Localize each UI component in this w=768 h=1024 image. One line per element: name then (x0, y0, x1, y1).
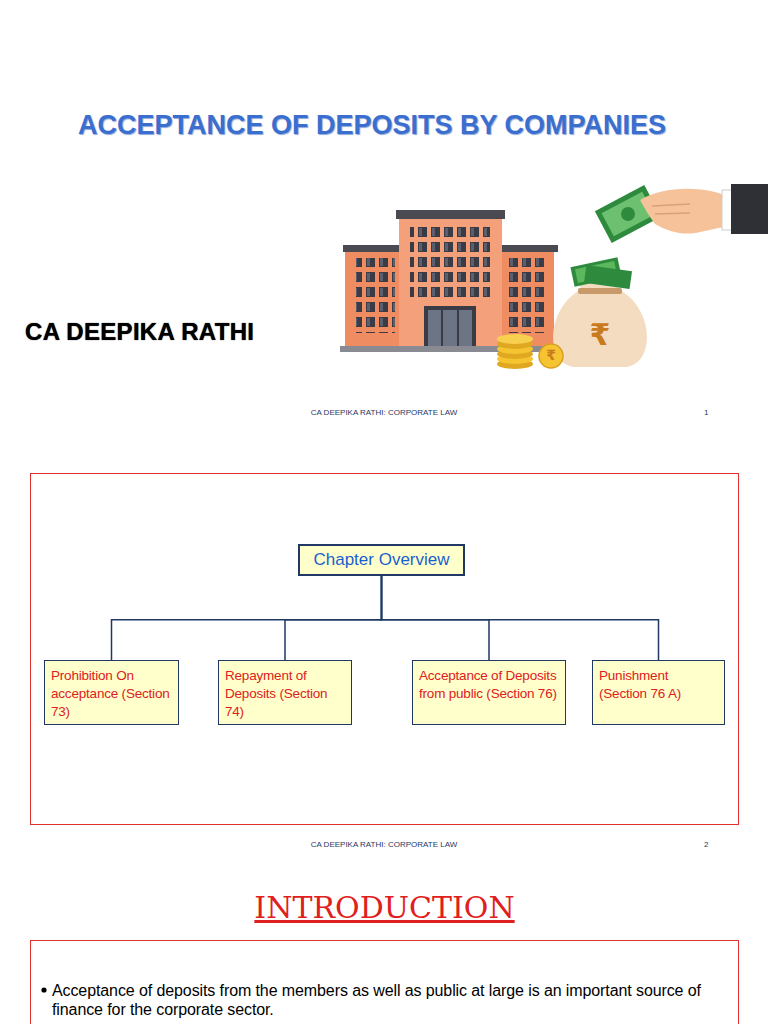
topic-box: Prohibition On acceptance (Section 73) (44, 660, 179, 725)
slide-footer: CA DEEPIKA RATHI: CORPORATE LAW (234, 840, 534, 849)
topic-box: Punishment (Section 76 A) (592, 660, 725, 725)
rupee-symbol: ₹ (583, 320, 617, 350)
bullet-dot (41, 987, 46, 992)
author-name: CA DEEPIKA RATHI (25, 318, 254, 346)
slide-title: ACCEPTANCE OF DEPOSITS BY COMPANIES (0, 110, 744, 141)
hand-with-money (595, 184, 768, 243)
topic-box: Acceptance of Deposits from public (Sect… (412, 660, 566, 725)
tree-connector (112, 576, 382, 660)
slide-footer: CA DEEPIKA RATHI: CORPORATE LAW (234, 408, 534, 417)
tree-connector (382, 576, 659, 660)
page-number: 2 (704, 840, 708, 849)
money-bag (539, 257, 647, 368)
page-number: 1 (704, 408, 708, 417)
tree-connector (285, 576, 382, 660)
tree-connector (382, 576, 490, 660)
slide-frame (31, 474, 739, 825)
intro-panel: INTRODUCTION Acceptance of deposits from … (30, 890, 739, 1024)
topic-box: Repayment of Deposits (Section 74) (218, 660, 352, 725)
overview-box: Chapter Overview (298, 544, 465, 576)
section-heading: INTRODUCTION (30, 890, 739, 925)
coin-stack (497, 334, 533, 369)
bullet-text: Acceptance of deposits from the members … (52, 981, 742, 1019)
box-text: Repayment of Deposits (Section 74) (225, 667, 346, 721)
box-text: Punishment (Section 76 A) (599, 667, 719, 703)
box-text: Acceptance of Deposits from public (Sect… (419, 667, 560, 703)
box-heading: Chapter Overview (313, 550, 449, 570)
box-text: Prohibition On acceptance (Section 73) (51, 667, 173, 721)
building-illustration (340, 210, 558, 352)
rupee-symbol: ₹ (543, 348, 559, 362)
